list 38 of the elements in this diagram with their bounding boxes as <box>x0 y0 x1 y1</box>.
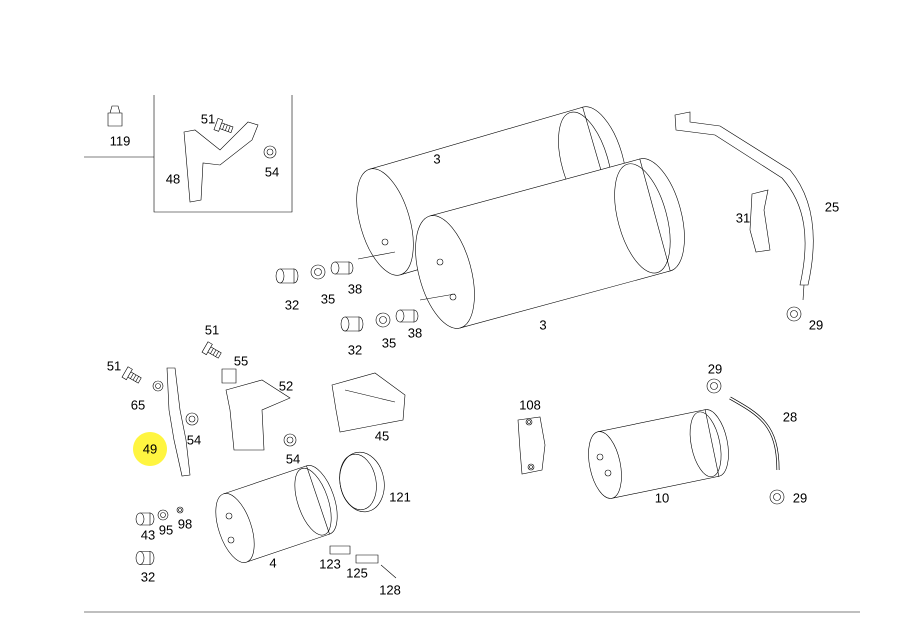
callout-number: 10 <box>656 493 669 503</box>
callout-number: 29 <box>809 320 823 330</box>
callout-number: 38 <box>408 328 422 338</box>
callout-number: 52 <box>279 381 293 391</box>
callout-number: 51 <box>107 361 121 370</box>
callout-number: 32 <box>348 345 362 355</box>
callout-number: 32 <box>285 300 299 310</box>
callout-number: 121 <box>390 492 410 502</box>
callout-number: 48 <box>166 174 180 184</box>
callout-number: 65 <box>131 400 145 410</box>
callout-number: 54 <box>187 435 201 444</box>
callout-number: 35 <box>382 338 396 348</box>
callout-number: 28 <box>783 412 797 422</box>
callout-number: 55 <box>234 356 248 366</box>
callout-number: 123 <box>320 559 340 569</box>
callout-number: 98 <box>178 519 192 529</box>
callout-number: 4 <box>270 558 276 568</box>
callout-number: 29 <box>708 364 722 374</box>
callout-number: 125 <box>347 568 368 578</box>
callout-number: 3 <box>434 154 440 164</box>
callout-number: 51 <box>201 114 215 124</box>
callout-number: 45 <box>375 431 389 440</box>
callout-number: 29 <box>793 493 807 503</box>
callout-number: 43 <box>141 530 155 540</box>
callout-number: 35 <box>321 294 335 304</box>
callout-number: 51 <box>205 325 219 334</box>
callout-number: 3 <box>540 320 546 330</box>
callout-number: 49 <box>143 444 157 454</box>
callout-number: 31 <box>736 213 750 223</box>
callout-number: 32 <box>141 572 155 582</box>
callout-number: 108 <box>520 400 540 410</box>
callout-number: 119 <box>110 136 130 146</box>
callout-number: 54 <box>286 454 300 464</box>
callout-number: 38 <box>348 284 362 294</box>
callout-number: 54 <box>265 167 279 176</box>
callout-number: 95 <box>159 525 173 535</box>
callout-number: 25 <box>825 202 839 212</box>
callout-number: 128 <box>380 585 400 595</box>
